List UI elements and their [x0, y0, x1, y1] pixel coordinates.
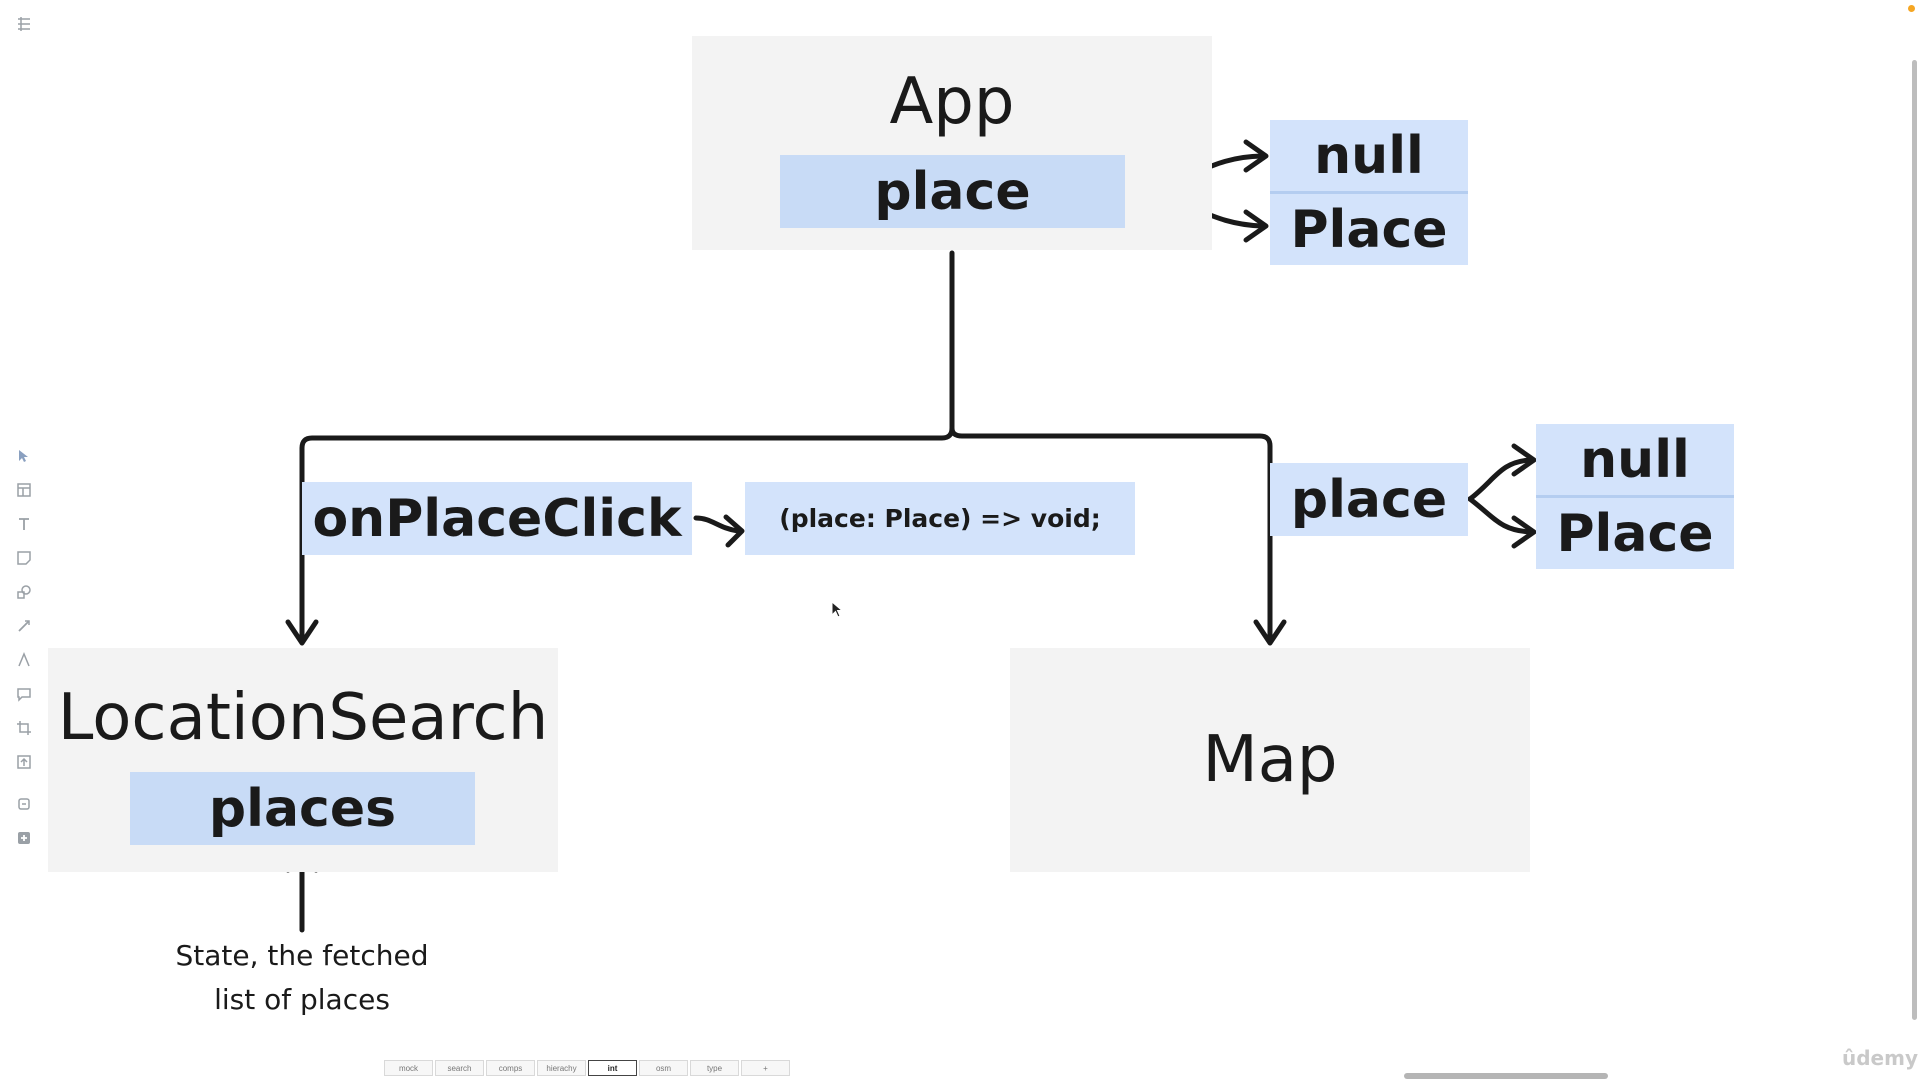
app-type-place: Place	[1290, 199, 1448, 260]
page-tab[interactable]: int	[588, 1060, 637, 1076]
arrow-callback-signature	[723, 514, 745, 548]
location-search-state-places[interactable]: places	[130, 772, 475, 845]
udemy-watermark: ûdemy	[1842, 1046, 1918, 1070]
location-search-title: LocationSearch	[57, 681, 549, 755]
frame-crop-icon[interactable]	[14, 718, 34, 738]
horizontal-scrollbar[interactable]	[1404, 1073, 1608, 1079]
map-place-fork-upper	[1467, 457, 1533, 502]
arrow-down-map	[1253, 619, 1287, 646]
callback-arrow-line	[693, 515, 741, 534]
map-place-type-union[interactable]: null Place	[1536, 424, 1734, 569]
type-divider	[1270, 191, 1468, 194]
map-type-null: null	[1580, 429, 1690, 490]
annotation-line-1: State, the fetched	[175, 939, 429, 972]
add-more-icon[interactable]	[14, 828, 34, 848]
comment-icon[interactable]	[14, 684, 34, 704]
prop-place[interactable]: place	[1270, 463, 1468, 536]
map-component-box[interactable]: Map	[1010, 648, 1530, 872]
vertical-scrollbar[interactable]	[1912, 60, 1917, 1020]
text-tool-icon[interactable]	[14, 514, 34, 534]
page-tab[interactable]: osm	[639, 1060, 688, 1076]
page-tab[interactable]: hierachy	[537, 1060, 586, 1076]
app-type-null: null	[1314, 125, 1424, 186]
callback-signature[interactable]: (place: Place) => void;	[745, 482, 1135, 555]
type-divider	[1536, 495, 1734, 498]
frame-list-icon[interactable]	[14, 14, 34, 34]
arrow-map-null	[1511, 443, 1537, 477]
arrow-app-null	[1243, 139, 1269, 173]
page-tab[interactable]: search	[435, 1060, 484, 1076]
page-tab[interactable]: +	[741, 1060, 790, 1076]
state-annotation: State, the fetched list of places	[152, 934, 452, 1022]
pen-icon[interactable]	[14, 650, 34, 670]
page-tab[interactable]: comps	[486, 1060, 535, 1076]
prop-on-place-click[interactable]: onPlaceClick	[302, 482, 692, 555]
branch-right-line	[949, 425, 1273, 643]
app-place-type-union[interactable]: null Place	[1270, 120, 1468, 265]
map-place-fork-lower	[1467, 496, 1533, 535]
page-tab[interactable]: type	[690, 1060, 739, 1076]
map-type-place: Place	[1556, 503, 1714, 564]
arrow-down-location-search	[285, 619, 319, 646]
left-toolbar	[10, 446, 38, 848]
page-tab[interactable]: mock	[384, 1060, 433, 1076]
notification-dot	[1908, 5, 1915, 12]
mouse-cursor-icon	[831, 601, 844, 618]
sticky-note-icon[interactable]	[14, 548, 34, 568]
map-title: Map	[1202, 723, 1338, 797]
annotation-line-2: list of places	[214, 983, 390, 1016]
templates-icon[interactable]	[14, 480, 34, 500]
connector-line-icon[interactable]	[14, 616, 34, 636]
app-state-place[interactable]: place	[780, 155, 1125, 228]
apps-icon[interactable]	[14, 794, 34, 814]
app-title: App	[889, 65, 1015, 139]
shapes-icon[interactable]	[14, 582, 34, 602]
select-cursor-icon[interactable]	[14, 446, 34, 466]
arrow-map-place-type	[1511, 515, 1537, 549]
arrow-app-place-type	[1243, 209, 1269, 243]
upload-icon[interactable]	[14, 752, 34, 772]
